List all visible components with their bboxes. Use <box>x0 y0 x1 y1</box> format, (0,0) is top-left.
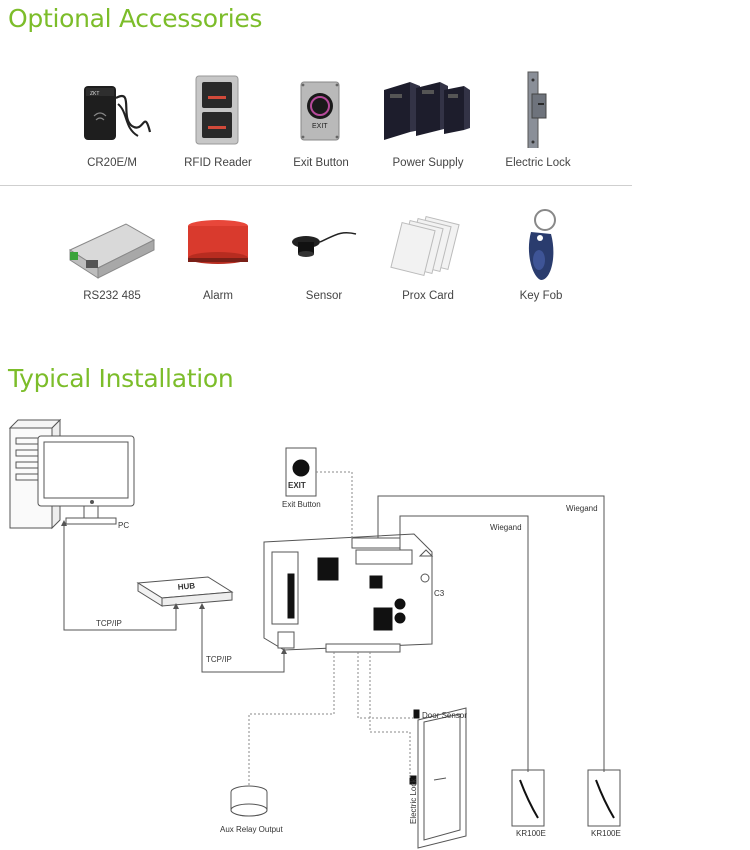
accessory-label: Alarm <box>202 290 234 302</box>
exit-button-label: Exit Button <box>282 500 321 509</box>
exit-icon-text: EXIT <box>288 481 306 490</box>
aux-relay-label: Aux Relay Output <box>220 825 283 834</box>
key-fob-icon <box>528 209 556 280</box>
door-sensor-label: Door Sensor <box>422 711 467 720</box>
accessory-electric-lock: Electric Lock <box>490 68 586 188</box>
section-divider <box>0 185 632 186</box>
rfid-reader-icon <box>195 75 239 145</box>
rs232-485-converter-icon <box>68 223 156 279</box>
accessory-alarm: Alarm <box>170 206 266 326</box>
card-reader-usb-icon: ZKT <box>84 86 152 140</box>
accessory-label: Prox Card <box>402 290 454 302</box>
wiegand-label-2: Wiegand <box>490 523 522 532</box>
accessory-rs232-485: RS232 485 <box>64 206 160 326</box>
door-sensor-icon <box>292 231 357 257</box>
accessory-label: Sensor <box>305 290 343 302</box>
accessory-cr20em: ZKT CR20E/M <box>64 68 160 188</box>
accessory-rfid-reader: RFID Reader <box>170 68 266 188</box>
accessory-sensor: Sensor <box>276 206 372 326</box>
network-hub-icon <box>136 576 234 607</box>
kr100e-reader-icon <box>587 769 621 827</box>
accessory-label: CR20E/M <box>87 157 137 169</box>
accessory-label: RS232 485 <box>83 290 141 302</box>
installation-diagram: EXIT PC HUB Exit Button C3 TCP/IP TCP/IP… <box>8 418 621 849</box>
pc-label: PC <box>118 521 129 530</box>
pc-monitor-icon <box>37 435 135 525</box>
door-icon <box>409 707 467 849</box>
exit-button-icon: EXIT <box>300 81 340 141</box>
accessory-label: RFID Reader <box>184 157 252 169</box>
electric-lock-label: Electric Lock <box>409 778 418 824</box>
typical-installation-title: Typical Installation <box>8 364 234 393</box>
electric-lock-icon <box>527 71 547 148</box>
tcpip-label-1: TCP/IP <box>96 619 122 628</box>
hub-label: HUB <box>177 581 195 591</box>
accessory-label: Power Supply <box>392 157 464 169</box>
accessory-prox-card: Prox Card <box>380 206 476 326</box>
reader-label-1: KR100E <box>516 829 546 838</box>
accessory-key-fob: Key Fob <box>493 206 589 326</box>
accessory-label: Exit Button <box>293 157 349 169</box>
accessory-label: Electric Lock <box>505 157 571 169</box>
prox-card-icon <box>390 215 460 277</box>
power-supply-icon <box>384 82 470 140</box>
wiegand-label-1: Wiegand <box>566 504 598 513</box>
accessory-power-supply: Power Supply <box>380 68 476 188</box>
accessory-exit-button: EXIT Exit Button <box>273 68 369 188</box>
optional-accessories-title: Optional Accessories <box>8 4 263 33</box>
c3-controller-board-icon <box>263 533 434 653</box>
reader-label-2: KR100E <box>591 829 621 838</box>
kr100e-reader-icon <box>511 769 545 827</box>
controller-label: C3 <box>434 589 445 598</box>
svg-text:ZKT: ZKT <box>90 91 99 97</box>
accessory-label: Key Fob <box>519 290 563 302</box>
aux-relay-beacon-icon <box>230 785 268 817</box>
svg-text:EXIT: EXIT <box>312 123 328 130</box>
tcpip-label-2: TCP/IP <box>206 655 232 664</box>
exit-button-device-icon <box>285 447 317 497</box>
alarm-siren-icon <box>188 220 248 264</box>
